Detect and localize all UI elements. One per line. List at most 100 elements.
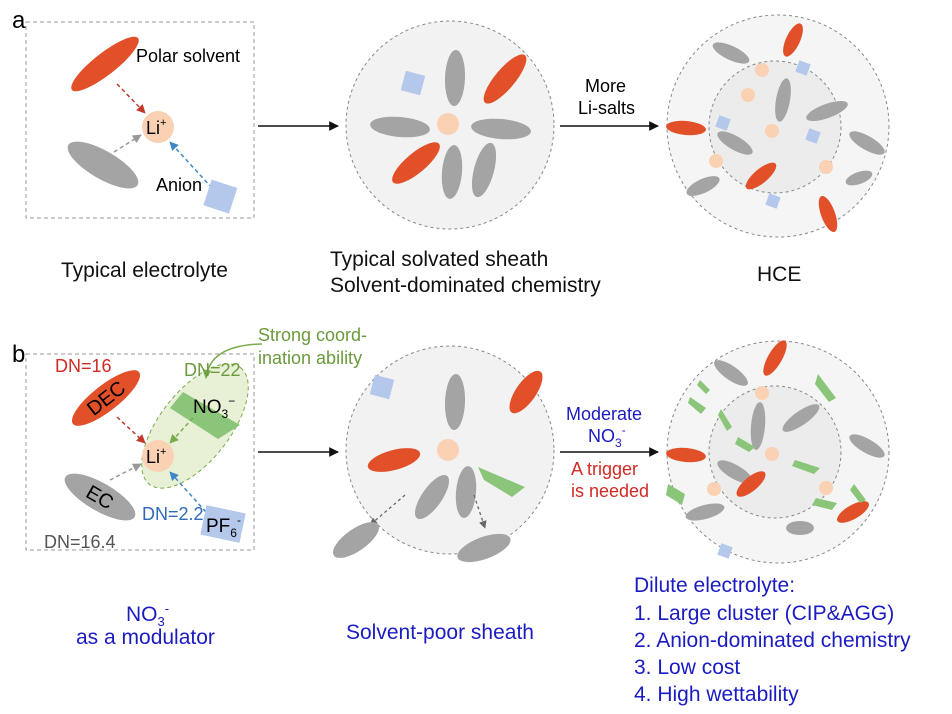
dn-no3-label: DN=22 xyxy=(184,360,241,380)
li-label-a: Li+ xyxy=(146,117,166,138)
sheath-a-orange-1 xyxy=(483,54,527,104)
dil-no3-4 xyxy=(718,409,732,431)
dil-no3-5 xyxy=(735,437,755,452)
sheath-a-gray-3 xyxy=(471,118,531,140)
sheath-a-gray-1 xyxy=(444,50,466,106)
li-label-b: Li+ xyxy=(146,446,166,467)
li-ion-a xyxy=(142,111,174,143)
strong-coordination-line1: Strong coord- xyxy=(258,325,367,345)
ec-to-li-arrow xyxy=(109,463,142,481)
hce-li-3 xyxy=(765,124,779,138)
hce-anion-1 xyxy=(795,60,811,76)
hce-orange-2 xyxy=(666,120,706,136)
sheath-a-li-ion xyxy=(437,113,459,135)
hce-gray-7 xyxy=(845,170,873,186)
electrolyte-box-b xyxy=(25,353,255,551)
hce-gray-2 xyxy=(775,78,791,122)
sheath-b-orange-1 xyxy=(509,370,543,414)
hce-orange-3 xyxy=(745,162,777,190)
anion-molecule xyxy=(203,179,238,214)
polar-solvent-label: Polar solvent xyxy=(136,46,240,66)
hce-anion-4 xyxy=(765,193,781,209)
anion-label: Anion xyxy=(156,175,202,195)
hce-orange-4 xyxy=(818,195,838,233)
hce-gray-3 xyxy=(717,131,753,155)
hce-li-5 xyxy=(819,160,833,174)
no3-molecule xyxy=(170,392,240,439)
dil-li-4 xyxy=(819,481,833,495)
dil-orange-4 xyxy=(837,501,869,523)
sheath-a-gray-4 xyxy=(471,142,497,198)
sheath-b-gray-3 xyxy=(455,466,477,518)
pf6-molecule xyxy=(200,505,246,543)
gray-to-li-arrow xyxy=(113,134,142,153)
dil-gray-1 xyxy=(714,360,748,386)
caption-typical-sheath-line2: Solvent-dominated chemistry xyxy=(330,274,601,297)
hce-li-4 xyxy=(709,154,723,168)
sheath-a-anion xyxy=(400,70,426,96)
anion-to-li-arrow xyxy=(169,141,213,189)
sheath-a-gray-2 xyxy=(370,116,430,138)
dil-gray-2 xyxy=(782,404,820,432)
pf6-to-li-arrow xyxy=(169,471,207,513)
hce-anion-2 xyxy=(715,115,731,131)
dn-pf6-label: DN=2.2 xyxy=(142,504,204,524)
dil-no3-1 xyxy=(815,374,836,402)
moderate-label: Moderate xyxy=(566,404,642,424)
caption-solvent-poor-sheath: Solvent-poor sheath xyxy=(346,621,534,644)
caption-typical-sheath-line1: Typical solvated sheath xyxy=(330,248,549,271)
li-ion-b xyxy=(142,440,174,472)
dil-gray-5 xyxy=(849,434,885,458)
sheath-a-gray-5 xyxy=(441,145,463,199)
panel-a-letter: a xyxy=(12,7,26,34)
dil-no3-8 xyxy=(666,484,685,505)
sheath-b-gray-2 xyxy=(414,474,450,520)
no3-label: NO3− xyxy=(193,394,235,421)
dil-orange-3 xyxy=(736,471,766,497)
dec-molecule xyxy=(71,370,141,426)
polar-to-li-arrow xyxy=(116,83,146,114)
sheath-b-pf6 xyxy=(369,374,395,400)
caption-dilute-item-1: 1. Large cluster (CIP&AGG) xyxy=(634,602,895,625)
dil-orange-1 xyxy=(763,340,787,376)
polar-solvent-molecule xyxy=(71,36,139,92)
dil-gray-6 xyxy=(685,503,725,521)
trigger-label-1: A trigger xyxy=(571,459,638,479)
sheath-b-gray-1 xyxy=(444,374,466,430)
sheath-b-no3 xyxy=(478,467,525,497)
dn-ec-label: DN=16.4 xyxy=(44,532,116,552)
more-label: More xyxy=(585,76,626,96)
panel-b-letter: b xyxy=(12,341,25,368)
escaped-gray-2 xyxy=(457,533,511,563)
sheath-b-li-ion xyxy=(437,439,459,461)
caption-dilute-item-3: 3. Low cost xyxy=(634,656,741,679)
dil-li-2 xyxy=(765,447,779,461)
caption-hce: HCE xyxy=(757,263,802,286)
electrolyte-box-a xyxy=(25,21,255,219)
pf6-label: PF6- xyxy=(206,513,241,540)
dil-no3-7 xyxy=(812,498,837,510)
dil-no3-2 xyxy=(697,380,710,394)
hce-gray-4 xyxy=(849,131,885,155)
moderate-no3-label: NO3- xyxy=(588,423,626,450)
hce-orange-1 xyxy=(783,23,803,57)
dil-pf6-1 xyxy=(717,543,733,559)
no3-to-li-arrow xyxy=(169,417,194,444)
strong-coordination-line2: ination ability xyxy=(258,348,362,368)
caption-no3-modulator-line1: NO3- xyxy=(126,601,170,630)
ec-molecule xyxy=(64,473,136,521)
dec-to-li-arrow xyxy=(116,416,146,444)
dil-li-3 xyxy=(707,482,721,496)
strong-coordination-arrow xyxy=(202,343,263,379)
hce-li-1 xyxy=(755,63,769,77)
hce-li-2 xyxy=(741,88,755,102)
dil-gray-7 xyxy=(786,521,814,535)
li-salts-label: Li-salts xyxy=(578,98,635,118)
caption-typical-electrolyte: Typical electrolyte xyxy=(61,259,228,282)
dil-orange-2 xyxy=(666,447,706,463)
hce-gray-1 xyxy=(712,42,750,64)
sheath-b-release-arrow-1 xyxy=(369,494,406,526)
dil-li-1 xyxy=(755,386,769,400)
caption-no3-modulator-line2: as a modulator xyxy=(76,626,215,649)
